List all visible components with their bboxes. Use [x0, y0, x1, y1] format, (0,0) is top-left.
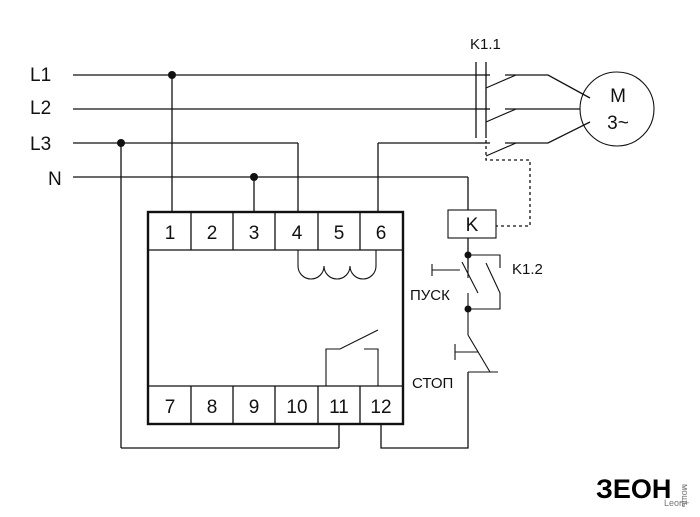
terminal-12: 12	[370, 397, 391, 418]
junction-dot	[117, 139, 125, 147]
junction-dot	[250, 173, 258, 181]
terminal-7: 7	[165, 397, 176, 418]
contactor-coil	[447, 209, 497, 239]
wire-motor-u	[505, 74, 591, 99]
junction-dot	[168, 71, 176, 79]
terminal-10: 10	[286, 397, 307, 418]
terminal-3: 3	[249, 223, 260, 244]
stop-button-label: СТОП	[412, 375, 453, 392]
relay-internal-coil	[297, 250, 377, 280]
stop-button-actuator	[454, 344, 478, 360]
coil-label: K	[466, 215, 479, 236]
start-contact	[461, 261, 479, 294]
wire-motor-w	[505, 121, 591, 144]
line-label-n: N	[48, 169, 62, 190]
bottom-terminal-dividers	[190, 386, 361, 424]
contactor-main-label: K1.1	[470, 36, 501, 53]
terminal-4: 4	[292, 223, 303, 244]
terminal-6: 6	[376, 223, 387, 244]
brand-logo: ЗЕОН мощь Leon+	[596, 474, 690, 508]
terminal-1: 1	[165, 223, 176, 244]
aux-contact-label: K1.2	[512, 261, 543, 278]
terminal-9: 9	[249, 397, 260, 418]
motor-label-top: M	[610, 86, 626, 107]
terminal-11: 11	[329, 397, 349, 418]
terminal-5: 5	[334, 223, 345, 244]
wire-t12-to-stop	[380, 372, 469, 449]
contactor-main-contacts	[475, 62, 517, 157]
motor-symbol	[579, 71, 655, 147]
motor-label-bottom: 3~	[607, 113, 629, 134]
stop-contact	[467, 334, 498, 373]
aux-contact-k12	[468, 254, 501, 310]
line-label-l3: L3	[30, 134, 51, 155]
top-terminal-dividers	[190, 212, 361, 250]
svg-text:мощь: мощь	[680, 484, 690, 508]
line-label-l1: L1	[30, 65, 51, 86]
relay-internal-contact	[325, 329, 379, 386]
start-button-label: ПУСК	[410, 287, 450, 304]
svg-text:ЗЕОН: ЗЕОН	[596, 474, 671, 504]
svg-text:Leon+: Leon+	[664, 498, 689, 508]
line-label-l2: L2	[30, 98, 51, 119]
terminal-2: 2	[207, 223, 218, 244]
mechanical-link	[485, 140, 531, 227]
terminal-8: 8	[207, 397, 218, 418]
start-button-actuator	[431, 264, 460, 276]
